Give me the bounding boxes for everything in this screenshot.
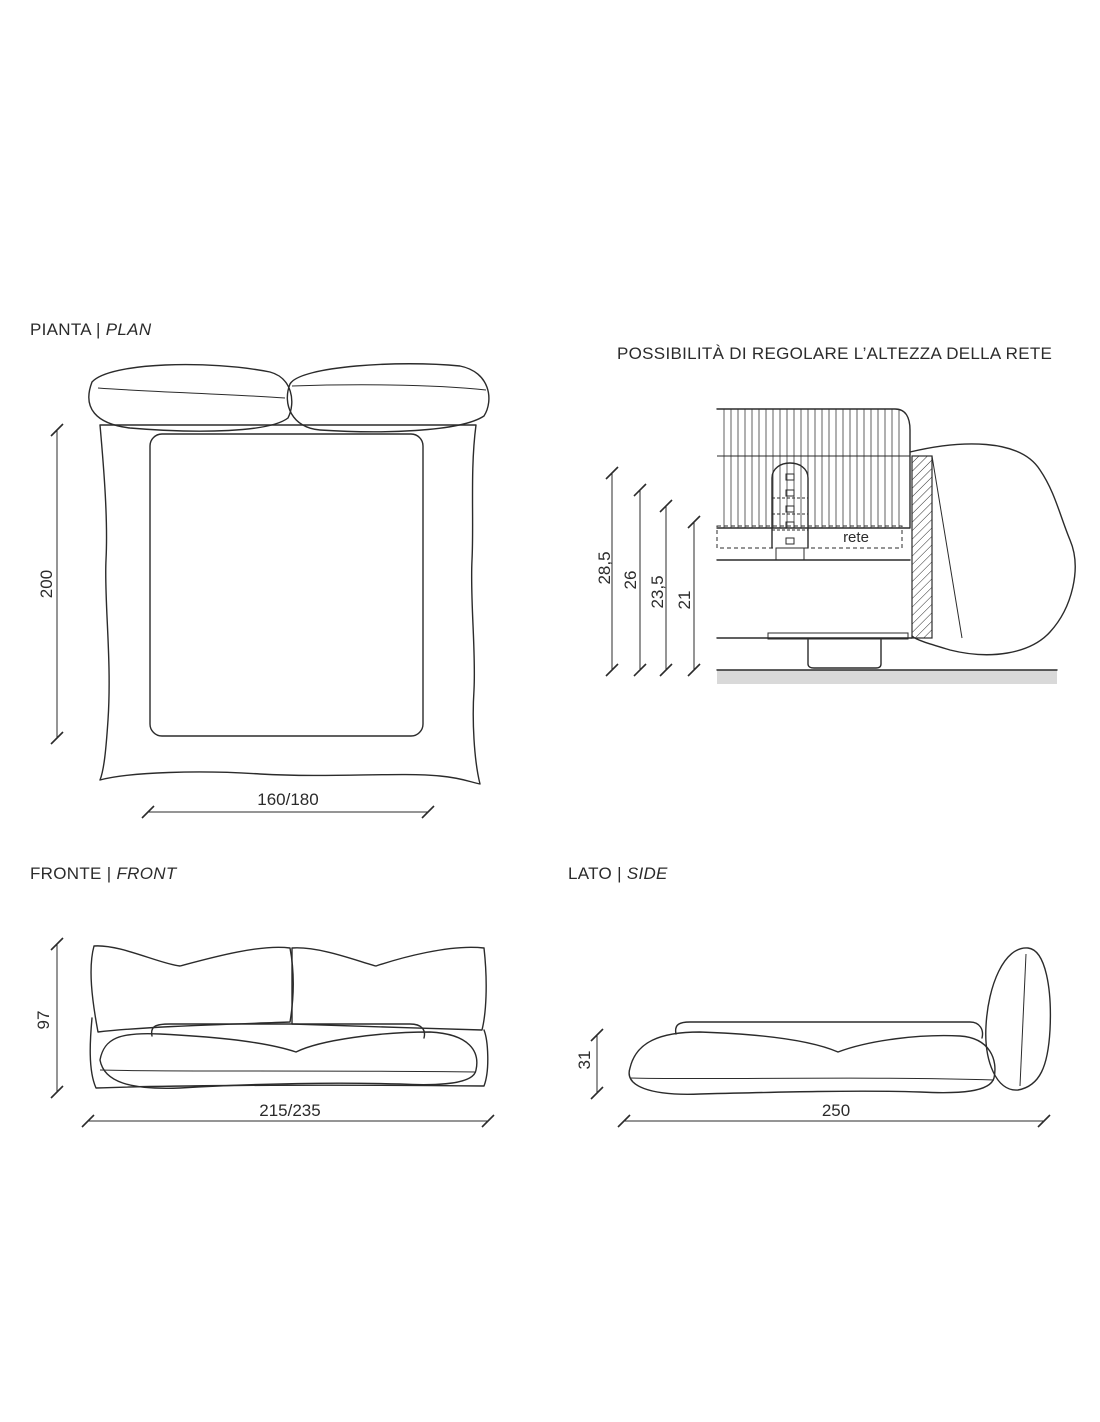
side-backrest bbox=[674, 1021, 984, 1039]
front-height-label: 97 bbox=[34, 1011, 53, 1030]
floor bbox=[717, 670, 1057, 684]
plan-bed-outline bbox=[99, 424, 481, 785]
height-adjust-title: POSSIBILITÀ DI REGOLARE L’ALTEZZA DELLA … bbox=[617, 344, 1053, 363]
side-length-label: 250 bbox=[822, 1101, 850, 1120]
front-pillow-left bbox=[90, 945, 294, 1033]
side-view: 31 250 bbox=[575, 947, 1052, 1128]
front-title-it: FRONTE bbox=[30, 864, 102, 883]
height-label-1: 28,5 bbox=[595, 551, 614, 584]
front-title: FRONTE | FRONT bbox=[30, 864, 177, 883]
front-view: 97 215/235 bbox=[34, 937, 495, 1128]
plan-title-en: PLAN bbox=[105, 320, 152, 339]
front-title-en: FRONT bbox=[116, 864, 177, 883]
plan-pillow-right bbox=[286, 363, 490, 433]
side-mattress bbox=[628, 1031, 996, 1095]
front-width-label: 215/235 bbox=[259, 1101, 320, 1120]
side-title-en: SIDE bbox=[626, 864, 668, 883]
front-pillow-right bbox=[291, 946, 487, 1031]
plan-depth-label: 200 bbox=[37, 570, 56, 598]
side-seat-height-label: 31 bbox=[575, 1051, 594, 1070]
plan-mattress bbox=[149, 433, 424, 737]
headboard-panel bbox=[911, 455, 933, 639]
side-pillow bbox=[985, 947, 1052, 1091]
height-label-3: 23,5 bbox=[648, 575, 667, 608]
height-label-2: 26 bbox=[621, 571, 640, 590]
side-title: LATO | SIDE bbox=[568, 864, 668, 883]
height-dimensions: 28,5 26 23,5 21 bbox=[595, 466, 701, 677]
detail-pillow bbox=[909, 443, 1076, 656]
front-mattress bbox=[99, 1031, 478, 1089]
detail-headboard bbox=[716, 408, 911, 529]
side-title-it: LATO bbox=[568, 864, 613, 883]
plan-width-label: 160/180 bbox=[257, 790, 318, 809]
plan-title: PIANTA | PLAN bbox=[30, 320, 152, 339]
height-adjust-view: rete bbox=[595, 408, 1076, 684]
bed-foot bbox=[807, 639, 882, 669]
height-adjuster bbox=[771, 462, 809, 549]
front-backrest bbox=[150, 1023, 426, 1039]
plan-pillow-left bbox=[88, 363, 293, 432]
rete-box bbox=[716, 525, 903, 549]
rete-label: rete bbox=[843, 529, 869, 546]
plan-view: 200 160/180 bbox=[37, 363, 490, 819]
plan-title-it: PIANTA bbox=[30, 320, 92, 339]
height-label-4: 21 bbox=[675, 591, 694, 610]
